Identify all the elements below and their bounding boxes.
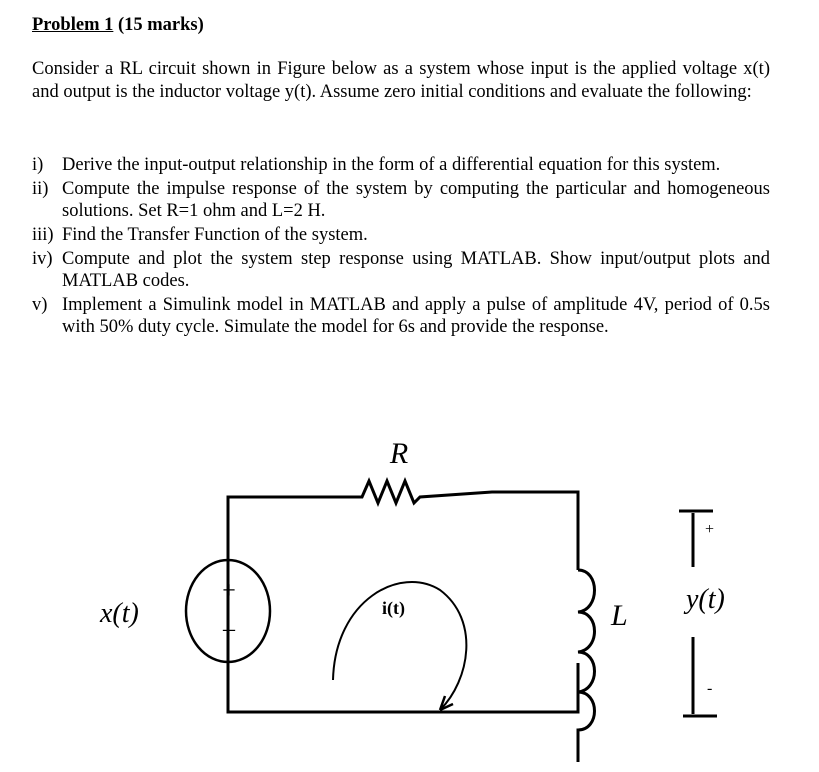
inductor-label: L [610,599,628,632]
source-minus: – [222,616,236,642]
list-item: iii) Find the Transfer Function of the sy… [32,224,770,246]
item-number: i) [32,155,44,175]
item-number: v) [32,295,48,315]
item-number: ii) [32,179,49,199]
item-text: Derive the input-output relationship in … [62,155,721,175]
item-number: iv) [32,249,53,269]
list-item: i) Derive the input-output relationship i… [32,154,770,176]
item-text: Implement a Simulink model in MATLAB and… [62,295,770,337]
current-arrow-icon [332,581,468,711]
voltage-source-icon [184,558,272,664]
item-text: Compute and plot the system step respons… [62,249,770,291]
item-text: Compute the impulse response of the syst… [62,179,770,221]
problem-intro: Consider a RL circuit shown in Figure be… [32,59,770,102]
list-item: iv) Compute and plot the system step resp… [32,248,770,292]
inductor-symbol [576,568,596,762]
output-plus: + [705,521,714,538]
problem-marks: (15 marks) [113,15,204,35]
problem-number: Problem 1 [32,15,114,35]
wire-bottom [226,563,580,714]
list-item: ii) Compute the impulse response of the s… [32,178,770,222]
wire-top-left [226,495,355,614]
input-label: x(t) [99,598,139,629]
source-plus: + [222,578,236,604]
resistor-symbol [355,477,580,570]
output-label: y(t) [683,584,725,615]
resistor-label: R [389,437,408,470]
output-minus: - [707,680,712,697]
task-list: i) Derive the input-output relationship i… [32,154,770,340]
problem-title: Problem 1 (15 marks) [32,15,204,36]
current-label: i(t) [382,598,405,619]
output-top-terminal [679,509,713,567]
list-item: v) Implement a Simulink model in MATLAB a… [32,294,770,338]
item-text: Find the Transfer Function of the system… [62,225,368,245]
item-number: iii) [32,225,54,245]
output-bottom-terminal [683,637,717,718]
